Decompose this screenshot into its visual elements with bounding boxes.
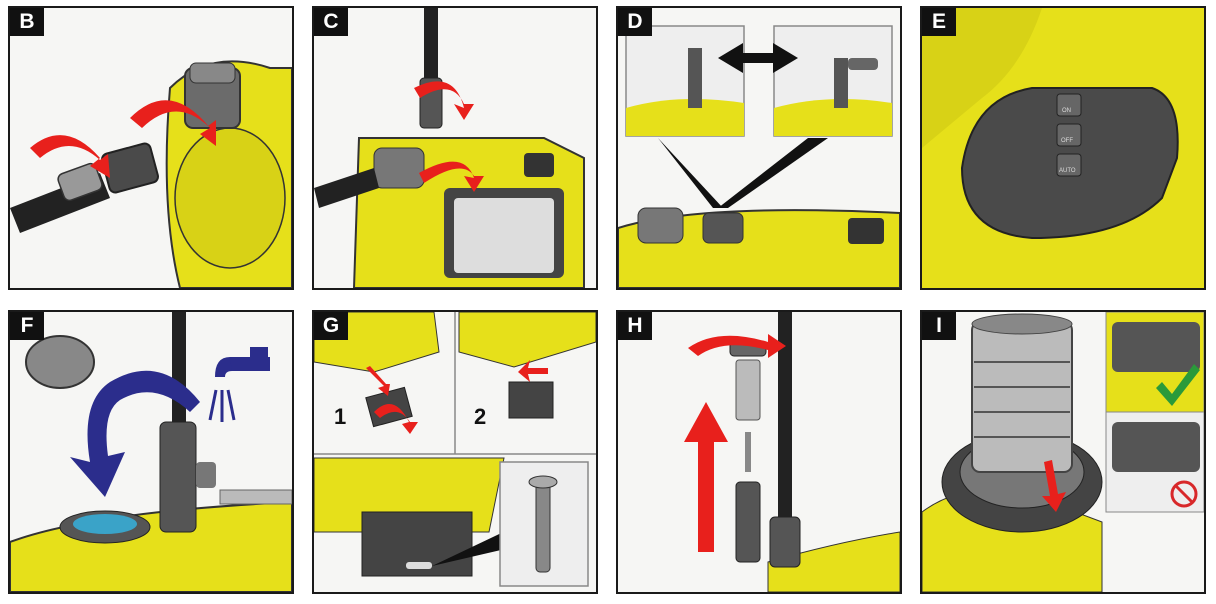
- prohibited-icon: [1170, 480, 1198, 508]
- panel-g: G 1 2: [312, 310, 598, 594]
- panel-label-e: E: [922, 8, 956, 36]
- control-panel-illustration: ON OFF AUTO: [922, 8, 1204, 288]
- button-label-off: OFF: [1061, 138, 1073, 144]
- button-label-on: ON: [1062, 108, 1071, 114]
- double-arrow-icon: [718, 43, 798, 73]
- panel-label-i: I: [922, 312, 956, 340]
- prefilter-filling-illustration: [10, 312, 292, 592]
- panel-b: B: [8, 6, 294, 290]
- panel-f: F: [8, 310, 294, 594]
- panel-label-h: H: [618, 312, 652, 340]
- valve-switching-illustration: [618, 8, 900, 288]
- panel-d: D: [616, 6, 902, 290]
- panel-e: E ON OFF AUTO: [920, 6, 1206, 290]
- panel-c: C: [312, 6, 598, 290]
- red-up-arrow: [684, 402, 728, 552]
- red-rotate-arrow: [374, 404, 418, 434]
- red-rotate-arrow: [419, 161, 484, 192]
- red-arrow: [518, 360, 548, 382]
- panel-label-g: G: [314, 312, 348, 340]
- red-rotate-arrow: [414, 81, 474, 120]
- red-arrow: [366, 366, 390, 396]
- step-number-1: 1: [334, 404, 347, 429]
- red-rotate-arrow: [30, 135, 110, 178]
- filter-insertion-illustration: [922, 312, 1204, 592]
- button-label-auto: AUTO: [1059, 168, 1076, 174]
- panel-label-f: F: [10, 312, 44, 340]
- panel-label-d: D: [618, 8, 652, 36]
- hose-connection-illustration: [10, 8, 292, 288]
- pipe-connection-illustration: [314, 8, 596, 288]
- red-rotate-arrow: [688, 334, 786, 358]
- foot-mounting-illustration: [314, 312, 596, 592]
- panel-i: I: [920, 310, 1206, 594]
- panel-label-b: B: [10, 8, 44, 36]
- red-rotate-arrow: [130, 100, 216, 146]
- step-number-2: 2: [474, 404, 487, 429]
- panel-label-c: C: [314, 8, 348, 36]
- prefilter-removal-illustration: [618, 312, 900, 592]
- panel-h: H: [616, 310, 902, 594]
- blue-pour-arrow: [70, 370, 200, 497]
- water-tap-icon: [208, 347, 270, 422]
- checkmark-icon: [1156, 364, 1200, 406]
